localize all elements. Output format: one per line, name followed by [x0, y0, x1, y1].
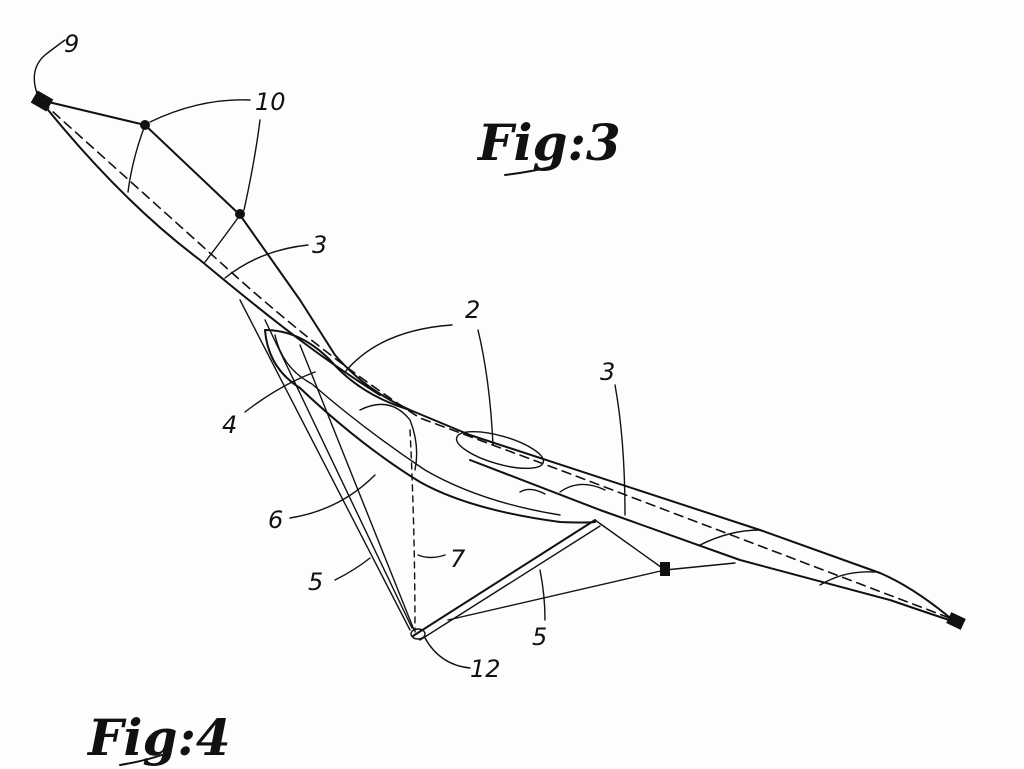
- node-10-b: [235, 209, 245, 219]
- leader-3-upper: [224, 244, 309, 279]
- keel-loop: [359, 403, 418, 471]
- wing-upper-leading-edge: [39, 99, 956, 623]
- label-10: 10: [255, 88, 286, 116]
- label-7: 7: [450, 545, 466, 573]
- label-3-upper: 3: [312, 231, 327, 259]
- figure-3-underline: [504, 165, 556, 176]
- rib-upper-1: [127, 124, 146, 193]
- leader-12: [424, 637, 471, 669]
- label-4: 4: [222, 411, 237, 439]
- keel-inner-curve: [274, 334, 561, 516]
- leader-4: [244, 371, 316, 413]
- dashed-line-7: [409, 429, 416, 633]
- wing-right-lower-edge: [469, 459, 956, 623]
- leader-5-left: [334, 557, 371, 581]
- label-12: 12: [470, 655, 501, 683]
- label-3-right: 3: [600, 358, 615, 386]
- cross-spreader-inner: [419, 525, 601, 641]
- cross-spreader: [412, 519, 596, 637]
- figure-4-underline: [119, 751, 171, 766]
- wing-right-rib-1: [699, 529, 761, 546]
- wing-right-rib-4: [519, 488, 546, 495]
- label-2: 2: [465, 296, 480, 324]
- leader-5-right: [539, 569, 546, 621]
- leader-2: [344, 324, 494, 446]
- figure-3-caption: Fig:3: [476, 113, 621, 172]
- wing-upper-trailing-edge: [39, 99, 381, 396]
- tip-node-right: [946, 612, 966, 630]
- label-5-left: 5: [308, 568, 323, 596]
- leader-3-right: [614, 384, 626, 516]
- bridle-line-left-inner: [264, 319, 413, 629]
- bridle-line-right: [447, 562, 736, 621]
- node-10-a: [140, 120, 150, 130]
- bridle-line-left-3: [299, 344, 415, 631]
- keel-outer-curve: [264, 329, 596, 524]
- leader-6: [289, 474, 376, 519]
- node-12: [410, 628, 426, 640]
- label-6: 6: [268, 506, 283, 534]
- leader-9: [33, 39, 66, 97]
- label-9: 9: [64, 30, 79, 58]
- rib-upper-2: [204, 214, 241, 263]
- wing-right-rib-2: [819, 571, 876, 586]
- leader-7: [417, 554, 446, 559]
- node-bridle: [660, 562, 670, 576]
- bridle-line-left-outer: [239, 299, 411, 631]
- label-5-right: 5: [532, 623, 547, 651]
- figure-4-caption: Fig:4: [86, 708, 231, 767]
- wing-vent-opening: [455, 430, 545, 470]
- keel-top-curve: [264, 329, 411, 411]
- bridle-line-right-2: [594, 519, 666, 571]
- main-spar-dashed: [41, 101, 956, 621]
- leader-10: [149, 99, 261, 211]
- wing-right-rib-3: [559, 483, 606, 493]
- tip-node-9: [30, 90, 54, 112]
